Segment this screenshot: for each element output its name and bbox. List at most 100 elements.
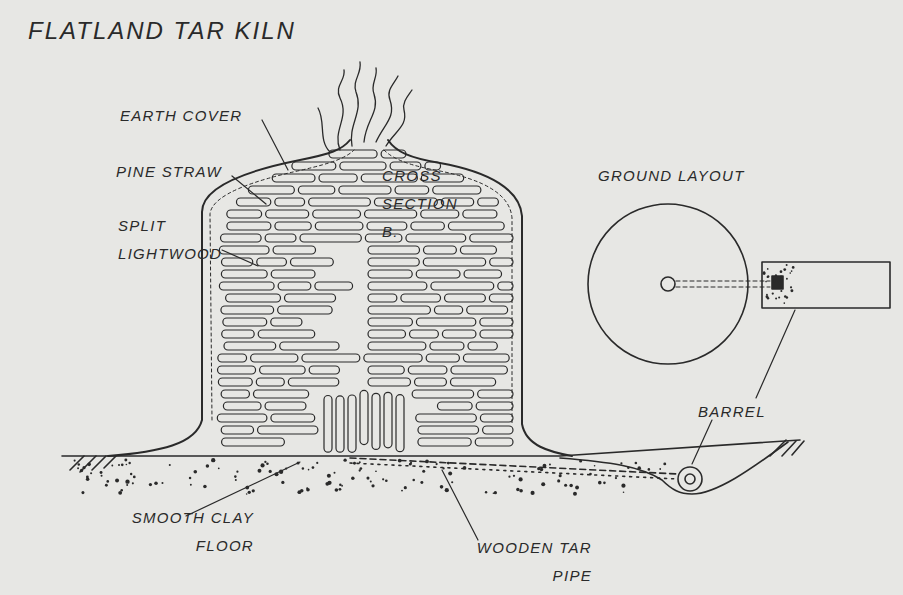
lightwood-piece	[309, 198, 371, 206]
soil-dot	[77, 467, 79, 469]
soil-dot	[80, 469, 83, 472]
lightwood-piece	[468, 342, 497, 350]
soil-dot	[543, 464, 547, 468]
soil-dot	[149, 483, 152, 486]
soil-dot	[125, 479, 129, 483]
lightwood-piece	[433, 186, 481, 194]
soil-dot	[252, 489, 255, 492]
lightwood-piece	[221, 426, 253, 434]
soil-dot	[412, 479, 415, 482]
soil-dot	[775, 298, 777, 300]
lightwood-piece	[227, 210, 262, 218]
soil-dot	[789, 272, 791, 274]
lightwood-piece	[218, 366, 256, 374]
soil-dot	[598, 481, 602, 485]
part-label: SPLIT LIGHTWOOD	[118, 212, 240, 268]
soil-dot	[118, 464, 120, 466]
soil-dot	[540, 468, 543, 471]
lightwood-piece	[226, 294, 281, 302]
soil-dot	[325, 482, 329, 486]
lightwood-piece	[483, 426, 513, 434]
lightwood-piece	[450, 378, 495, 386]
soil-dot	[90, 472, 92, 474]
diagram-title: FLATLAND TAR KILN	[28, 16, 296, 46]
lightwood-piece	[315, 222, 363, 230]
soil-dot	[621, 484, 625, 488]
soil-dot	[765, 281, 767, 283]
barrel-plan	[772, 276, 783, 289]
lightwood-piece	[290, 258, 333, 266]
lightwood-piece	[368, 378, 411, 386]
lightwood-piece	[275, 198, 305, 206]
soil-dot	[549, 464, 551, 466]
lightwood-piece	[368, 342, 426, 350]
soil-dot	[161, 482, 163, 484]
lightwood-piece	[384, 392, 392, 447]
split-lightwood-stack	[217, 150, 513, 452]
soil-dot	[335, 488, 339, 492]
lightwood-piece	[260, 366, 306, 374]
soil-dot	[260, 463, 264, 467]
view-label: CROSS SECTION B.	[382, 162, 478, 246]
soil-dot	[375, 470, 377, 472]
soil-dot	[623, 491, 625, 493]
soil-dot	[121, 463, 124, 466]
soil-dot	[564, 484, 567, 487]
lightwood-piece	[219, 246, 269, 254]
lightwood-piece	[434, 306, 462, 314]
soil-dot	[308, 469, 310, 471]
lightwood-piece	[218, 378, 252, 386]
kiln-center	[661, 277, 675, 291]
lightwood-piece	[368, 258, 419, 266]
lightwood-piece	[480, 318, 513, 326]
lightwood-piece	[223, 402, 261, 410]
lightwood-piece	[430, 342, 464, 350]
part-label: WOODEN TAR PIPE	[436, 534, 592, 590]
lightwood-piece	[292, 162, 336, 170]
lightwood-piece	[360, 390, 368, 444]
lightwood-piece	[368, 246, 420, 254]
lightwood-piece	[460, 246, 496, 254]
soil-dot	[236, 471, 238, 473]
soil-dot	[786, 278, 788, 280]
soil-dot	[385, 479, 388, 482]
lightwood-piece	[271, 414, 315, 422]
ground-layout-circle	[588, 204, 748, 364]
soil-dot	[203, 485, 207, 489]
lightwood-piece	[336, 396, 344, 452]
lightwood-piece	[442, 330, 476, 338]
soil-dot	[87, 463, 91, 467]
lightwood-piece	[368, 306, 430, 314]
soil-dot	[659, 468, 661, 470]
lightwood-piece	[416, 270, 460, 278]
lightwood-piece	[271, 318, 302, 326]
soil-dot	[382, 478, 384, 480]
lightwood-piece	[478, 390, 513, 398]
lightwood-piece	[251, 354, 298, 362]
soil-dot	[780, 270, 783, 273]
soil-dot	[111, 465, 113, 467]
soil-dot	[783, 268, 786, 271]
lightwood-piece	[418, 438, 471, 446]
lightwood-piece	[463, 210, 497, 218]
soil-dot	[218, 467, 220, 469]
pine-straw-layer	[210, 150, 512, 424]
lightwood-piece	[253, 390, 308, 398]
soil-dot	[169, 464, 171, 466]
soil-dot	[648, 468, 651, 471]
lightwood-piece	[275, 222, 311, 230]
lightwood-piece	[272, 174, 315, 182]
soil-dot	[575, 486, 579, 490]
part-label: PINE STRAW	[116, 158, 246, 186]
soil-dot	[126, 464, 128, 466]
soil-dot	[778, 296, 780, 298]
soil-dot	[541, 482, 545, 486]
soil-dot	[339, 488, 342, 491]
soil-dot	[404, 486, 407, 489]
soil-dot	[448, 471, 452, 475]
lightwood-piece	[368, 366, 404, 374]
lightwood-piece	[257, 258, 287, 266]
soil-dot	[333, 472, 335, 474]
lightwood-piece	[368, 270, 412, 278]
lightwood-piece	[467, 306, 508, 314]
